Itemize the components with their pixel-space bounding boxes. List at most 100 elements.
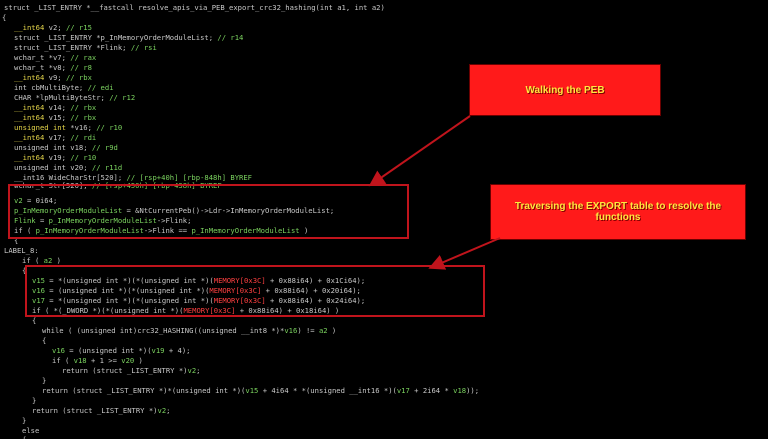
code-line[interactable]: LABEL_8: [4, 246, 39, 256]
code-token: ->Flink == [143, 226, 192, 235]
code-token: v20 [121, 356, 135, 365]
code-token: + 1 >= [86, 356, 122, 365]
code-token: // r10 [96, 123, 123, 132]
code-line[interactable]: if ( v18 + 1 >= v20 ) [52, 356, 143, 366]
code-token: + 0x88i64) + 0x24i64); [265, 296, 366, 305]
code-line[interactable]: if ( p_InMemoryOrderModuleList->Flink ==… [14, 226, 308, 236]
code-token: ; [196, 366, 201, 375]
code-line[interactable]: { [42, 336, 46, 346]
code-line[interactable]: return (struct _LIST_ENTRY *)v2; [32, 406, 170, 416]
code-token: p_InMemoryOrderModuleList [35, 226, 144, 235]
code-token: struct _LIST_ENTRY *Flink; [14, 43, 131, 52]
code-line[interactable]: else [22, 426, 39, 436]
code-token: } [42, 376, 47, 385]
code-token: + 4); [164, 346, 191, 355]
walking-peb-label: Walking the PEB [469, 64, 661, 116]
code-line[interactable]: return (struct _LIST_ENTRY *)*(unsigned … [42, 386, 479, 396]
code-line[interactable]: p_InMemoryOrderModuleList = &NtCurrentPe… [14, 206, 334, 216]
code-line[interactable]: { [22, 435, 26, 439]
code-token: v19; [44, 153, 71, 162]
code-token: // r12 [109, 93, 136, 102]
code-line[interactable]: __int64 v17; // rdi [14, 133, 96, 143]
code-line[interactable]: wchar_t *v8; // r8 [14, 63, 92, 73]
code-line[interactable]: unsigned int v18; // r9d [14, 143, 118, 153]
code-line[interactable]: v15 = *(unsigned int *)(*(unsigned int *… [32, 276, 365, 286]
code-line[interactable]: unsigned int *v16; // r10 [14, 123, 122, 133]
code-token: + 0x88i64) + 0x20i64); [261, 286, 361, 295]
code-token: { [42, 336, 47, 345]
code-line[interactable]: while ( (unsigned int)crc32_HASHING((uns… [42, 326, 336, 336]
walking-peb-label-text: Walking the PEB [525, 84, 605, 96]
code-token: = (unsigned int *)( [64, 346, 152, 355]
code-token: a2 [318, 326, 328, 335]
code-token: ->Flink; [156, 216, 192, 225]
code-line[interactable]: } [22, 416, 26, 426]
code-line[interactable]: { [22, 266, 26, 276]
code-token: // [rsp+40h] [rbp-848h] BYREF [126, 173, 253, 182]
code-token: MEMORY[0x3C] [213, 296, 266, 305]
code-line[interactable]: { [14, 236, 18, 246]
code-token: __int64 [14, 73, 45, 82]
code-line[interactable]: int cbMultiByte; // edi [14, 83, 114, 93]
code-token: v18 [453, 386, 467, 395]
code-token: ) [134, 356, 143, 365]
code-token: // r15 [65, 23, 92, 32]
code-token: ; [166, 406, 171, 415]
code-token: __int64 [14, 133, 45, 142]
code-token: CHAR *lpMultiByteStr; [14, 93, 110, 102]
code-line[interactable]: struct _LIST_ENTRY *Flink; // rsi [14, 43, 157, 53]
code-token: v19 [151, 346, 165, 355]
code-token: // rbx [70, 113, 97, 122]
code-token: v14; [44, 103, 71, 112]
code-line[interactable]: unsigned int v20; // r11d [14, 163, 122, 173]
code-token: v9; [44, 73, 66, 82]
code-token: ) [299, 226, 309, 235]
code-line[interactable]: v16 = (unsigned int *)(v19 + 4); [52, 346, 190, 356]
code-line[interactable]: __int64 v9; // rbx [14, 73, 92, 83]
code-line[interactable]: Flink = p_InMemoryOrderModuleList->Flink… [14, 216, 191, 226]
code-line[interactable]: __int64 v14; // rbx [14, 103, 96, 113]
code-token: = (unsigned int *)(*(unsigned int *)( [44, 286, 210, 295]
code-line[interactable]: __int64 v2; // r15 [14, 23, 92, 33]
code-line[interactable]: v16 = (unsigned int *)(*(unsigned int *)… [32, 286, 361, 296]
code-line[interactable]: { [32, 316, 36, 326]
code-token: = &NtCurrentPeb()->Ldr->InMemoryOrderMod… [122, 206, 335, 215]
code-token: wchar_t *v7; [14, 53, 71, 62]
code-line[interactable]: struct _LIST_ENTRY *__fastcall resolve_a… [4, 3, 385, 13]
code-token: // rsi [130, 43, 157, 52]
code-token: v16 [284, 326, 298, 335]
code-line[interactable]: __int64 v15; // rbx [14, 113, 96, 123]
code-token: = 0i64; [22, 196, 58, 205]
code-line[interactable]: { [2, 13, 6, 23]
code-token: // edi [87, 83, 114, 92]
code-token: unsigned int v20; [14, 163, 92, 172]
code-token: { [2, 13, 7, 22]
code-line[interactable]: __int16 WideCharStr[520]; // [rsp+40h] [… [14, 173, 252, 183]
code-token: { [22, 435, 26, 439]
code-token: if ( [14, 226, 36, 235]
code-token: // r14 [217, 33, 244, 42]
code-line[interactable]: return (struct _LIST_ENTRY *)v2; [62, 366, 200, 376]
code-line[interactable]: if ( a2 ) [22, 256, 61, 266]
code-token: v15 [32, 276, 45, 285]
code-token: return (struct _LIST_ENTRY *) [62, 366, 188, 375]
code-line[interactable]: } [42, 376, 46, 386]
code-line[interactable]: } [32, 396, 36, 406]
export-table-label: Traversing the EXPORT table to resolve t… [490, 184, 746, 240]
code-line[interactable]: v17 = *(unsigned int *)(*(unsigned int *… [32, 296, 365, 306]
code-line[interactable]: wchar_t *v7; // rax [14, 53, 96, 63]
code-token: p_InMemoryOrderModuleList [48, 216, 157, 225]
code-line[interactable]: if ( *(_DWORD *)(*(unsigned int *)(MEMOR… [32, 306, 339, 316]
code-token: MEMORY[0x3C] [209, 286, 262, 295]
code-line[interactable]: __int64 v19; // r10 [14, 153, 96, 163]
code-line[interactable]: CHAR *lpMultiByteStr; // r12 [14, 93, 135, 103]
code-token: __int64 [14, 153, 45, 162]
code-token: // rbx [65, 73, 92, 82]
code-line[interactable]: struct _LIST_ENTRY *p_InMemoryOrderModul… [14, 33, 243, 43]
code-token: + 0x88i64) + 0x18i64) ) [235, 306, 340, 315]
code-line[interactable]: v2 = 0i64; [14, 196, 57, 206]
code-token: + 2i64 * [409, 386, 454, 395]
code-token: if ( *(_DWORD *)(*(unsigned int *)( [32, 306, 184, 315]
